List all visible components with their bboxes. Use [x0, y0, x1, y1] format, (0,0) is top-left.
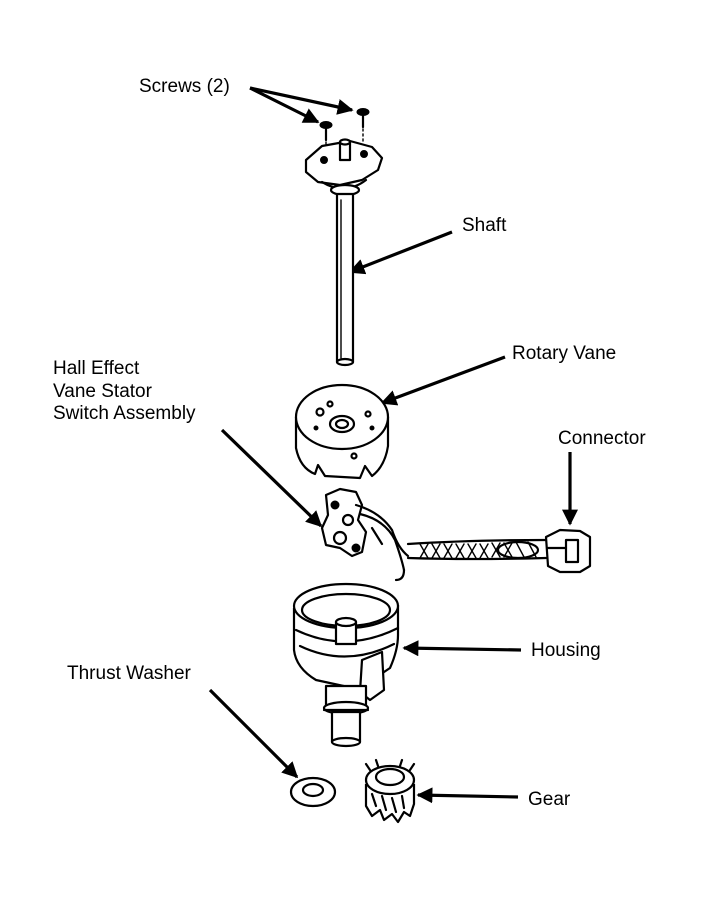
label-hall-effect-3: Switch Assembly: [53, 403, 196, 424]
screw-right: [356, 108, 370, 143]
shaft-part: [304, 138, 384, 367]
housing-part: [292, 582, 400, 748]
label-hall-effect-1: Hall Effect: [53, 358, 140, 379]
label-rotary-vane: Rotary Vane: [512, 343, 616, 364]
thrust-washer-part: [289, 776, 337, 808]
arrow-rotary-vane: [380, 355, 506, 406]
hall-effect-switch-part: [320, 487, 410, 582]
arrow-shaft: [348, 230, 453, 275]
label-thrust-washer: Thrust Washer: [67, 663, 192, 684]
wire-harness: [406, 538, 548, 561]
connector-part: [544, 528, 592, 574]
leader-arrows: [208, 86, 578, 804]
arrow-thrust-washer: [208, 688, 299, 779]
gear-part: [364, 758, 416, 824]
label-hall-effect-2: Vane Stator: [53, 381, 153, 402]
label-shaft: Shaft: [462, 215, 507, 236]
arrow-screw-left: [249, 86, 320, 124]
label-screws: Screws (2): [139, 76, 230, 97]
rotary-vane-part: [294, 383, 390, 480]
arrow-hall-effect: [220, 428, 323, 528]
label-housing: Housing: [531, 640, 601, 661]
label-connector: Connector: [558, 428, 646, 449]
label-gear: Gear: [528, 789, 571, 810]
arrow-screw-right: [249, 86, 354, 115]
arrow-housing: [402, 640, 522, 657]
arrow-gear: [416, 787, 519, 804]
